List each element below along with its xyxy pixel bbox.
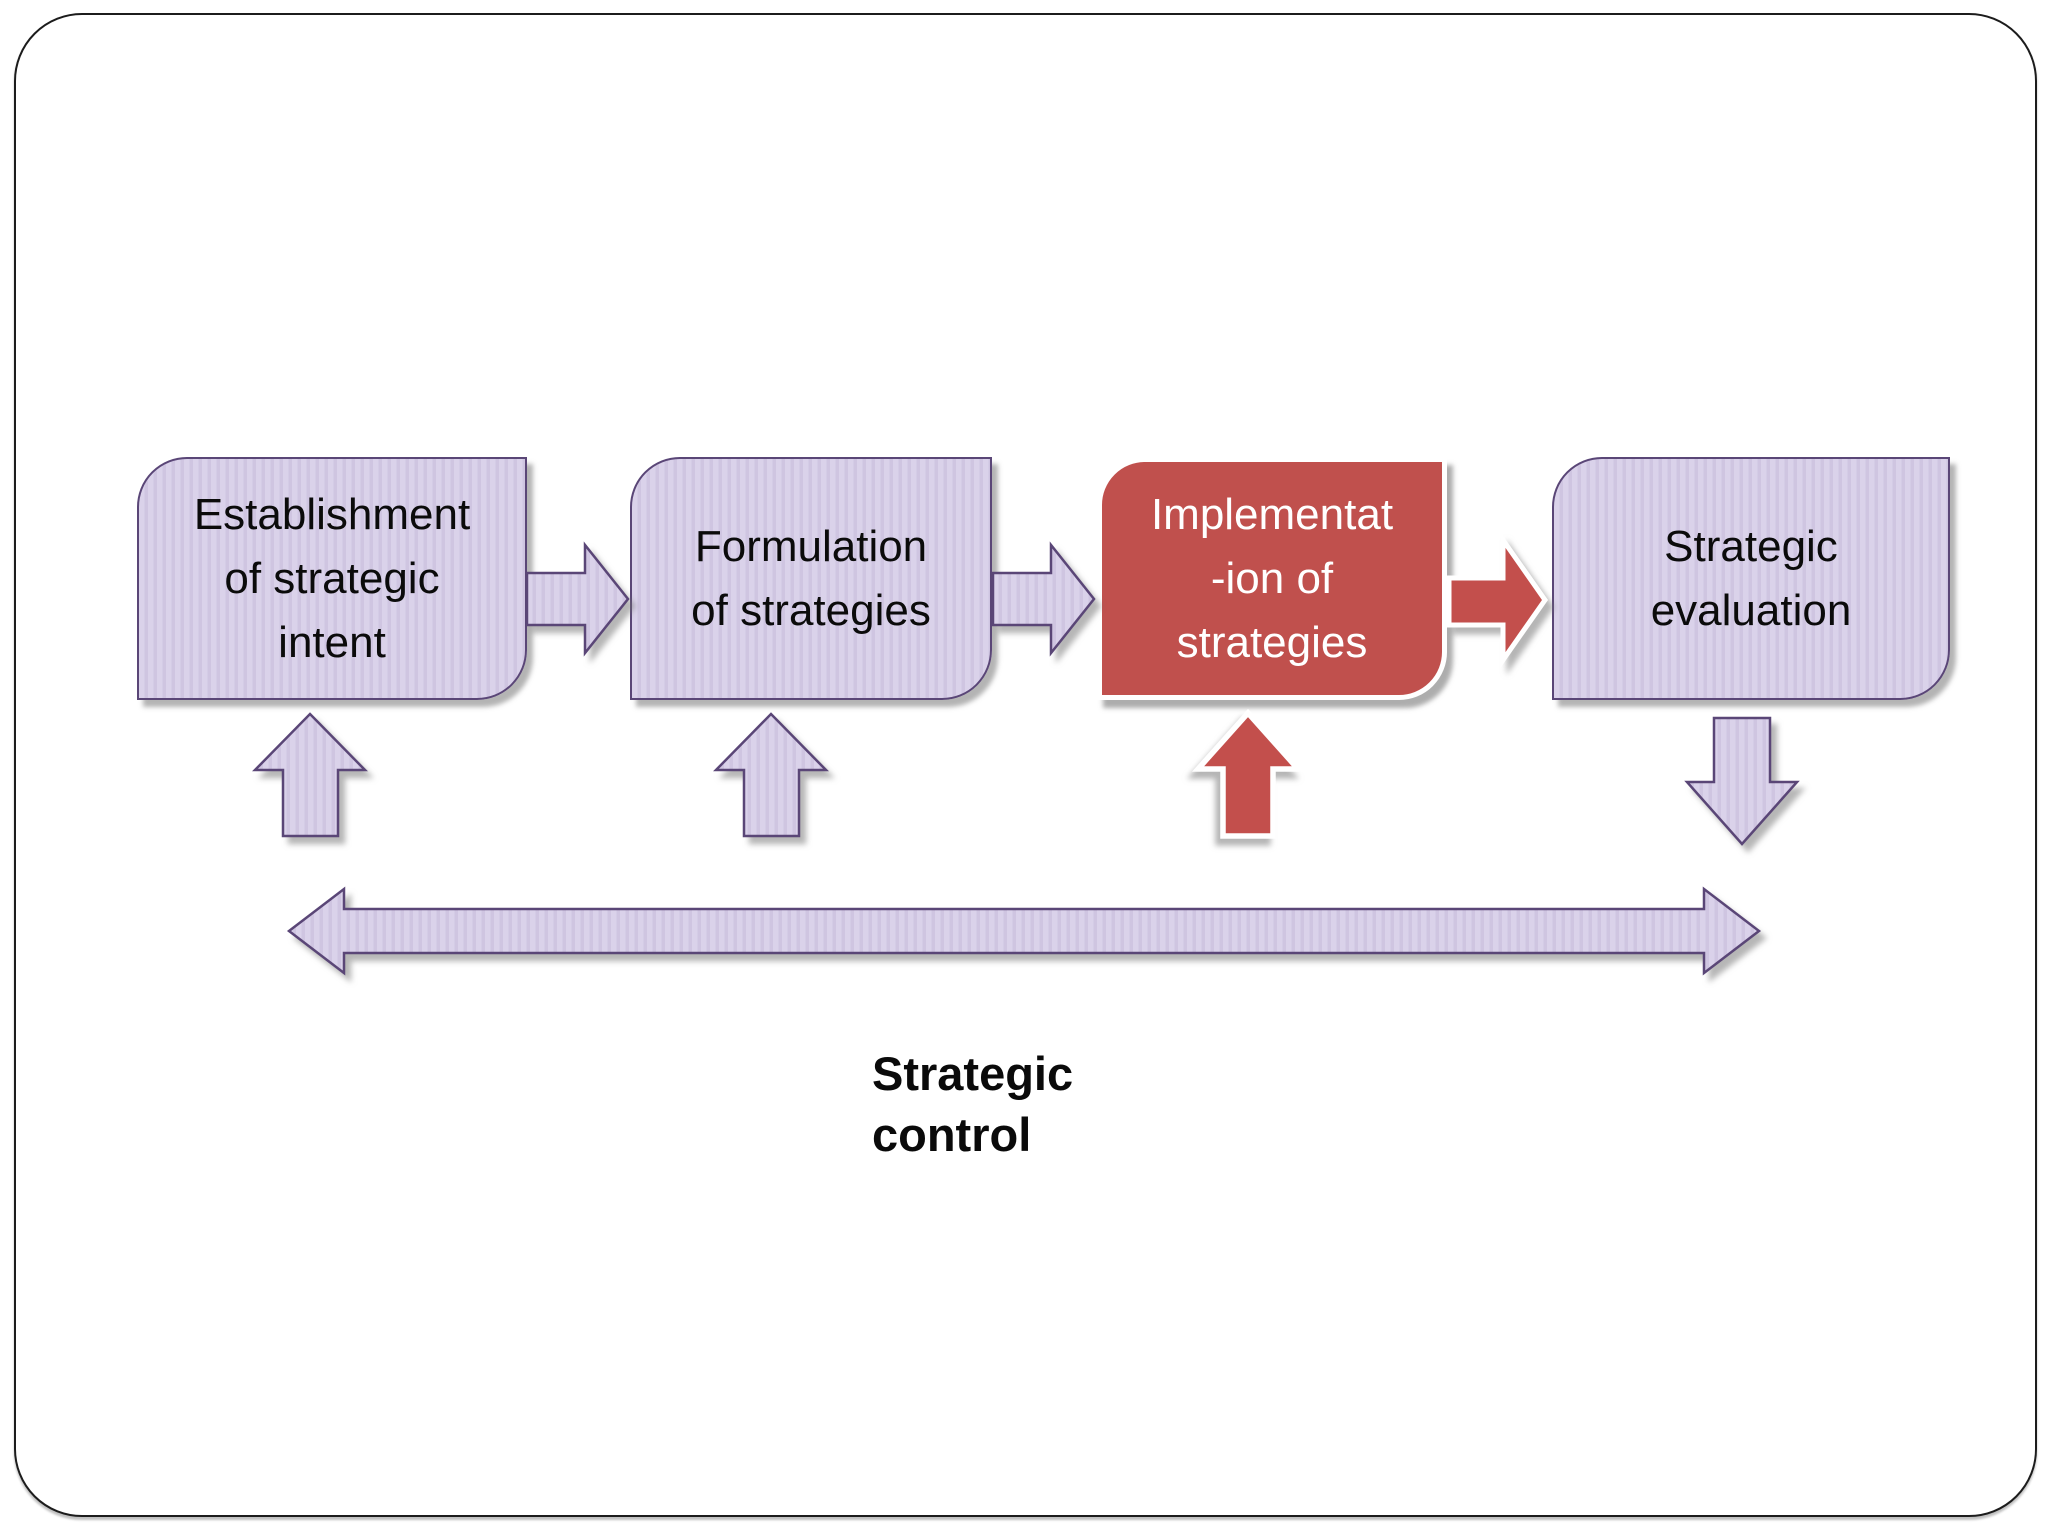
control-arrow-up-establishment-icon — [252, 712, 368, 838]
box-label-establishment: Establishment of strategic intent — [193, 489, 471, 667]
process-box-establishment: Establishment of strategic intent — [137, 457, 527, 700]
flow-arrow-implementation-to-evaluation-icon — [1446, 532, 1549, 668]
process-box-formulation: Formulation of strategies — [630, 457, 992, 700]
flow-arrow-formulation-to-implementation-icon — [991, 541, 1096, 657]
control-arrow-down-evaluation-icon — [1684, 716, 1800, 846]
process-box-evaluation: Strategic evaluation — [1552, 457, 1950, 700]
control-arrow-up-implementation-icon — [1191, 708, 1305, 839]
box-label-implementation: Implementat -ion of strategies — [1150, 489, 1394, 667]
process-box-implementation: Implementat -ion of strategies — [1097, 457, 1447, 700]
strategic-control-double-arrow-icon — [286, 886, 1762, 976]
control-arrow-up-formulation-icon — [713, 712, 829, 838]
box-label-evaluation: Strategic evaluation — [1650, 521, 1852, 635]
flow-arrow-establishment-to-formulation-icon — [525, 541, 630, 657]
box-label-formulation: Formulation of strategies — [691, 521, 931, 635]
strategic-control-label: Strategic control — [872, 1047, 1074, 1161]
